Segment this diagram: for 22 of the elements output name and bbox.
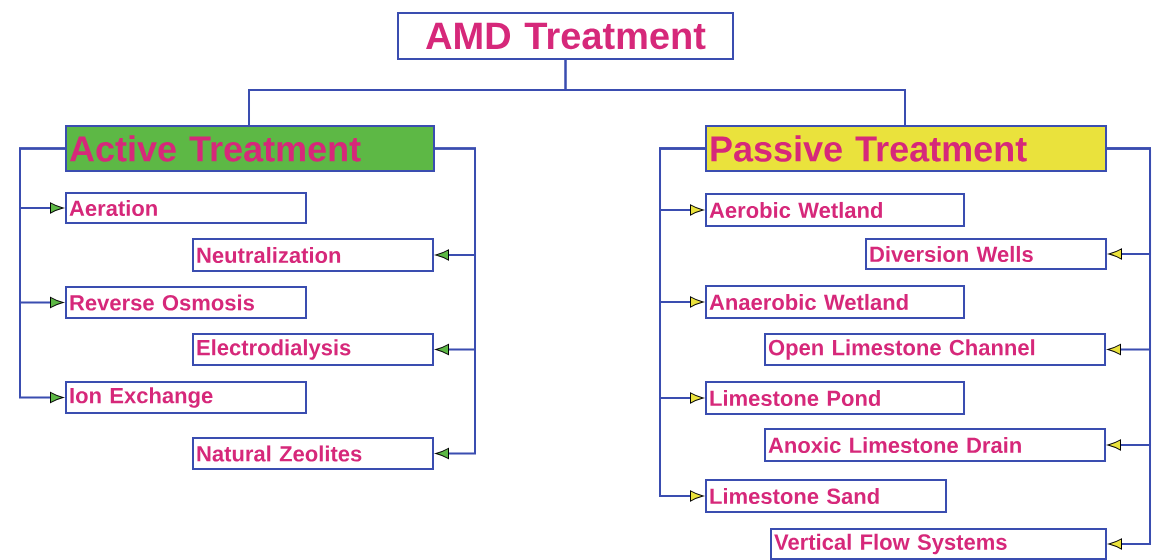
arrow <box>19 147 66 404</box>
category-box: Passive Treatment <box>705 125 1107 172</box>
method-box: Limestone Pond <box>705 381 965 415</box>
method-box: Anoxic Limestone Drain <box>764 428 1106 462</box>
method-box: Aeration <box>65 192 307 224</box>
arrow <box>659 147 706 502</box>
method-box: Vertical Flow Systems <box>770 528 1107 560</box>
method-box: Electrodialysis <box>192 333 434 366</box>
category-box: Active Treatment <box>65 125 435 172</box>
method-box: Reverse Osmosis <box>65 286 307 319</box>
method-box: Neutralization <box>192 238 434 272</box>
connector-line <box>564 59 906 126</box>
method-box: Ion Exchange <box>65 381 307 414</box>
method-box: Limestone Sand <box>705 479 947 513</box>
title-box: AMD Treatment <box>397 12 734 60</box>
method-box: Diversion Wells <box>865 238 1107 270</box>
arrow <box>434 147 476 460</box>
method-box: Aerobic Wetland <box>705 193 965 227</box>
method-box: Open Limestone Channel <box>764 333 1106 366</box>
arrow <box>1106 147 1151 550</box>
method-box: Anaerobic Wetland <box>705 285 965 319</box>
method-box: Natural Zeolites <box>192 437 434 470</box>
